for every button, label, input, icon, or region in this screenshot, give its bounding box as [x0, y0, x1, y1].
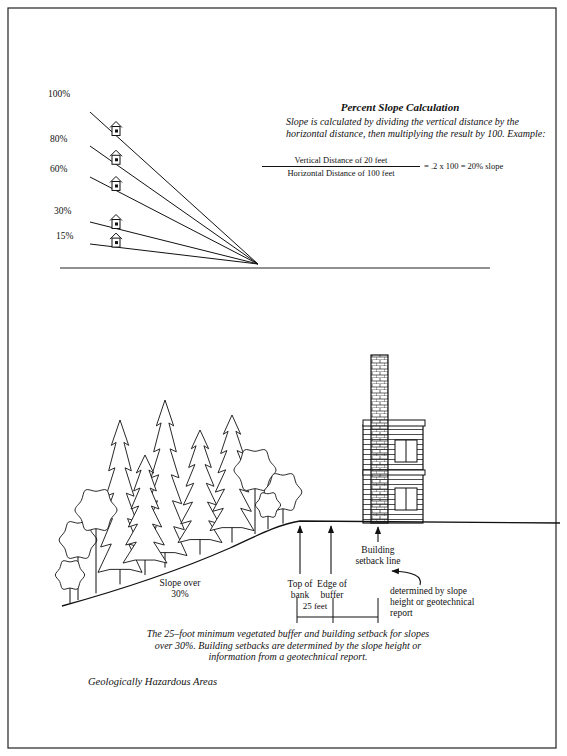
- slope-line: [90, 112, 258, 264]
- caption: The 25–foot minimum vegetated buffer and…: [138, 628, 438, 663]
- slope-percent: 30%: [54, 206, 90, 217]
- dimension-line: [297, 598, 378, 623]
- section-name: Geologically Hazardous Areas: [88, 676, 288, 688]
- house-icon: [110, 215, 122, 229]
- body-text: Slope is calculated by dividing the vert…: [286, 116, 556, 139]
- tree-trunk: [200, 539, 201, 555]
- slope-percent: 60%: [50, 164, 86, 175]
- baseline: [60, 268, 490, 269]
- slope-percent: 100%: [48, 89, 84, 100]
- page-frame: [8, 8, 556, 748]
- tree-trunk: [145, 559, 146, 575]
- equation: = .2 x 100 = 20% slope: [424, 162, 549, 172]
- dimension: 25 feet: [298, 601, 332, 611]
- deciduous-tree: [55, 561, 84, 590]
- note: determined by slope height or geotechnic…: [390, 586, 490, 619]
- callout-label: Edge of buffer: [315, 579, 349, 601]
- callout-label: Building setback line: [354, 545, 402, 567]
- arrows: [300, 526, 420, 585]
- slope-percent: 80%: [50, 134, 86, 145]
- house-icon: [110, 176, 122, 190]
- fraction-numerator: Vertical Distance of 20 feet: [262, 156, 420, 167]
- tree-group: [55, 400, 302, 603]
- slope-line: [90, 146, 258, 264]
- conifer: [123, 455, 167, 563]
- slope-line: [90, 177, 258, 264]
- tree-trunk: [255, 482, 256, 534]
- slope-fan: [90, 112, 258, 264]
- callout-label: Top of bank: [283, 579, 317, 601]
- fraction-denominator: Horizontal Distance of 100 feet: [262, 169, 420, 179]
- house-icon: [110, 150, 122, 164]
- ground-profile: [62, 521, 560, 606]
- house-icon: [110, 233, 122, 247]
- title: Percent Slope Calculation: [300, 101, 500, 114]
- deciduous-tree: [255, 493, 280, 518]
- house: [363, 355, 425, 523]
- tree-trunk: [120, 568, 121, 584]
- house-icon: [110, 122, 122, 136]
- deciduous-tree: [75, 490, 117, 531]
- tree-trunk: [232, 527, 233, 543]
- slope-percent: 15%: [56, 231, 86, 242]
- region-label: Slope over 30%: [156, 578, 204, 600]
- tree-trunk: [96, 522, 97, 593]
